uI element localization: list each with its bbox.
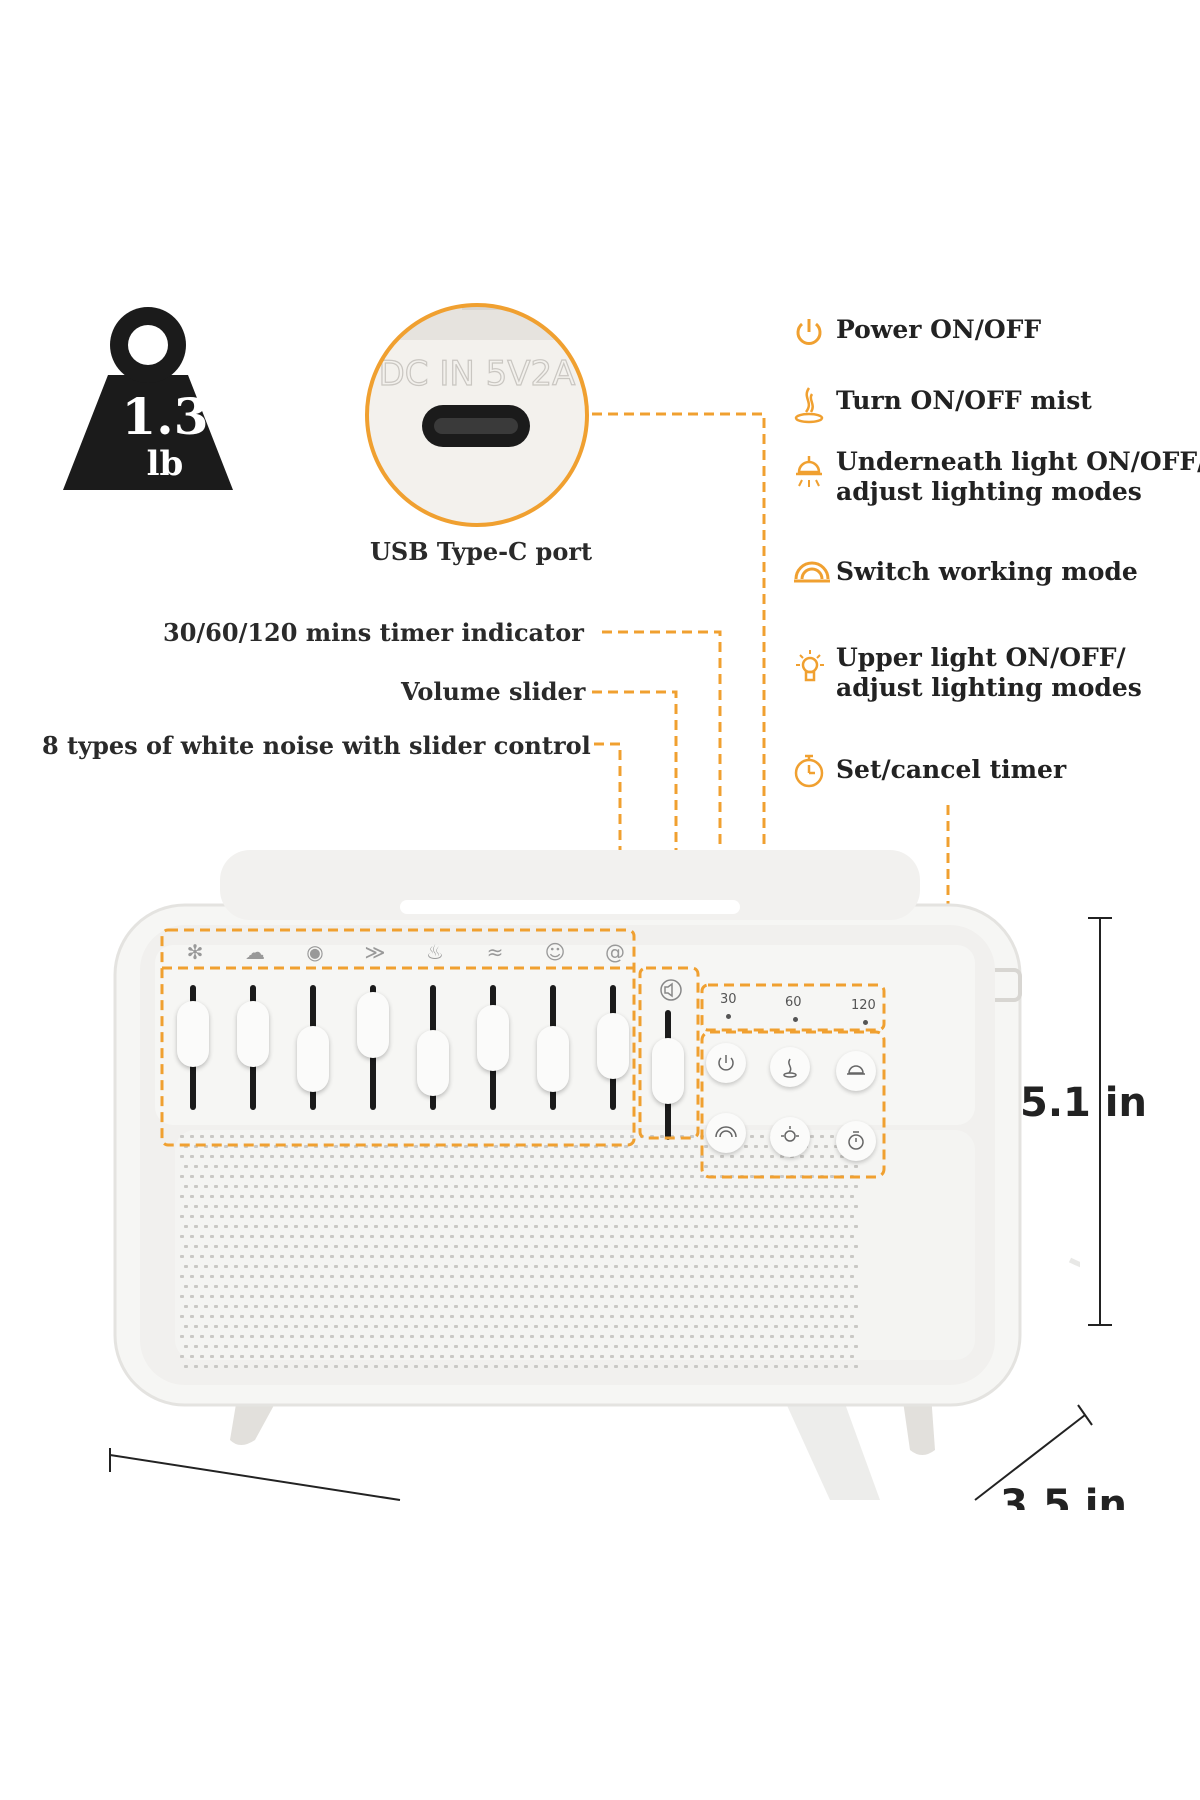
mode-button[interactable] (706, 1113, 746, 1153)
timer-30-label: 30 (720, 992, 737, 1007)
speaker-grille (180, 1135, 858, 1368)
depth-dimension: 3.5 in (1000, 1482, 1127, 1510)
timer-button[interactable] (836, 1121, 876, 1161)
slider-knob[interactable] (597, 1013, 629, 1079)
eye-icon: ◉ (306, 940, 324, 964)
slider-knob[interactable] (537, 1026, 569, 1092)
feature-power: Power ON/OFF (836, 315, 1042, 344)
usb-port-caption: USB Type-C port (370, 537, 593, 566)
timer-120-label: 120 (851, 998, 876, 1013)
timer-30-led (726, 1014, 731, 1019)
under-light-button-icon (847, 1065, 865, 1075)
white-noise-label: 8 types of white noise with slider contr… (42, 731, 591, 760)
timer-icon (792, 753, 826, 788)
slider-knob[interactable] (237, 1001, 269, 1067)
slider-knob[interactable] (477, 1005, 509, 1071)
height-dimension: 5.1 in (1020, 1080, 1147, 1126)
under-light-icon (792, 452, 826, 487)
noise-sliders (170, 975, 640, 1125)
port-stamp: DC IN 5V2A (379, 354, 576, 394)
noise-slider-7[interactable] (535, 975, 571, 1125)
volume-slider-label: Volume slider (401, 677, 586, 706)
mode-icon (792, 555, 830, 589)
stream-icon: ≈ (486, 940, 504, 964)
timer-indicator: 30 60 120 (708, 990, 888, 1030)
upper-light-button[interactable] (770, 1117, 810, 1157)
noise-slider-6[interactable] (475, 975, 511, 1125)
feature-upper-light-1: Upper light ON/OFF/ (836, 643, 1126, 672)
frog-icon: ☺ (544, 940, 566, 964)
snail-icon: @ (605, 940, 625, 964)
power-button-icon (718, 1055, 734, 1071)
rain-icon: ☁ (245, 940, 265, 964)
noise-slider-1[interactable] (175, 975, 211, 1125)
upper-light-icon (792, 648, 826, 682)
slider-knob[interactable] (177, 1001, 209, 1067)
noise-slider-5[interactable] (415, 975, 451, 1125)
usb-port-closeup: DC IN 5V2A (362, 300, 592, 530)
slider-knob[interactable] (417, 1030, 449, 1096)
timer-60-led (793, 1017, 798, 1022)
feature-under-light-1: Underneath light ON/OFF/ (836, 447, 1200, 476)
volume-slider-knob[interactable] (652, 1038, 684, 1104)
bird-icon: ≫ (364, 940, 386, 964)
depth-dimension-wrap: 3.5 in (0, 1480, 1200, 1510)
slider-knob[interactable] (297, 1026, 329, 1092)
volume-slider[interactable] (650, 1010, 686, 1150)
feature-mist: Turn ON/OFF mist (836, 386, 1092, 415)
power-button[interactable] (706, 1043, 746, 1083)
feature-timer: Set/cancel timer (836, 755, 1067, 784)
noise-slider-2[interactable] (235, 975, 271, 1125)
timer-120-led (863, 1020, 868, 1025)
mode-button-icon (715, 1126, 737, 1138)
feature-upper-light-2: adjust lighting modes (836, 673, 1142, 702)
feature-under-light-2: adjust lighting modes (836, 477, 1142, 506)
weight-value: 1.3 (121, 387, 209, 446)
mist-button[interactable] (770, 1047, 810, 1087)
under-light-button[interactable] (836, 1051, 876, 1091)
upper-light-button-icon (781, 1126, 799, 1142)
feature-mode: Switch working mode (836, 557, 1138, 586)
mist-button-icon (783, 1058, 797, 1078)
fan-icon: ✻ (186, 940, 204, 964)
timer-60-label: 60 (785, 995, 802, 1010)
fire-icon: ♨ (426, 940, 444, 964)
weight-unit: lb (146, 444, 184, 484)
noise-slider-4[interactable] (355, 975, 391, 1125)
slider-knob[interactable] (357, 992, 389, 1058)
power-icon (792, 315, 826, 349)
volume-icon (657, 978, 685, 1002)
noise-slider-3[interactable] (295, 975, 331, 1125)
timer-button-icon (848, 1131, 864, 1150)
weight-badge (58, 305, 238, 500)
mist-icon (792, 384, 826, 424)
sound-icons-row: ✻ ☁ ◉ ≫ ♨ ≈ ☺ @ (175, 940, 650, 970)
control-buttons (700, 1035, 890, 1175)
noise-slider-8[interactable] (595, 975, 631, 1125)
timer-indicator-label: 30/60/120 mins timer indicator (163, 618, 584, 647)
